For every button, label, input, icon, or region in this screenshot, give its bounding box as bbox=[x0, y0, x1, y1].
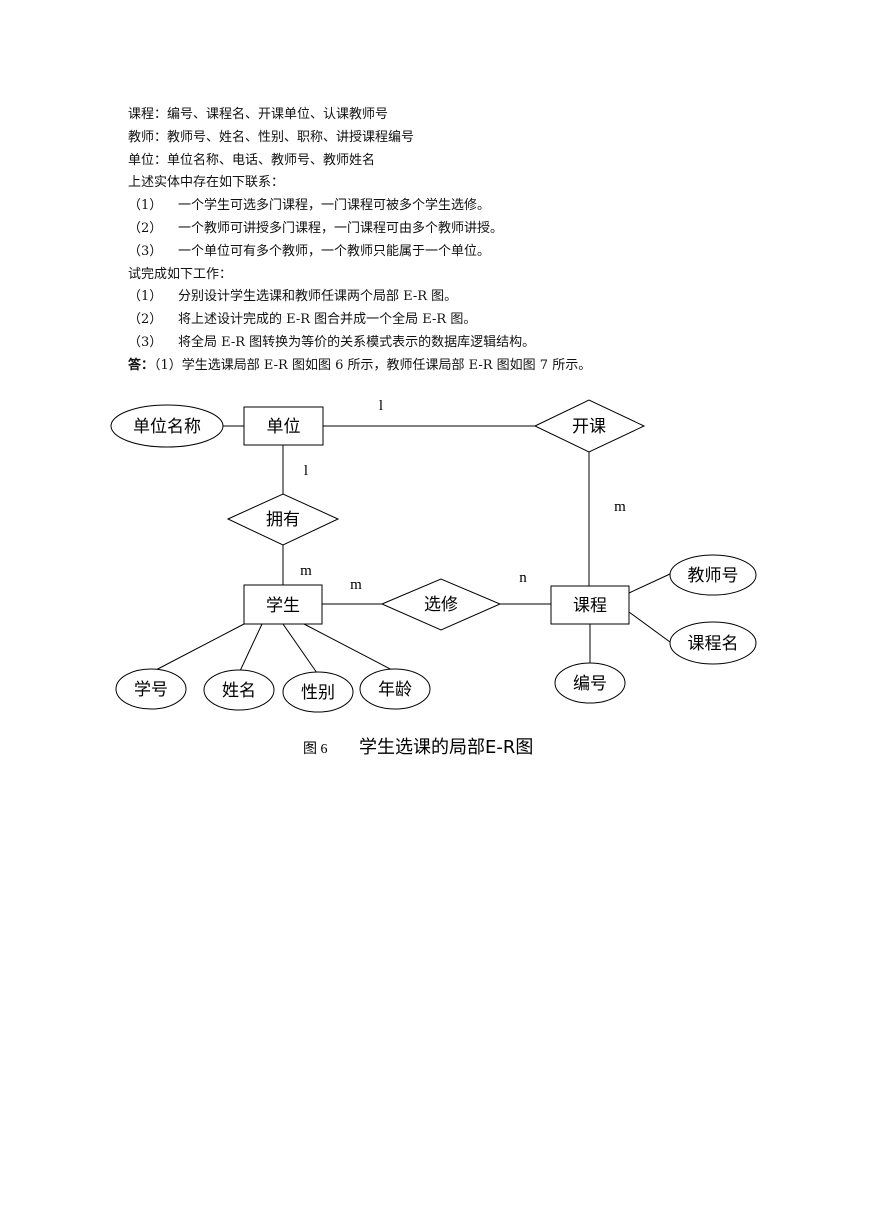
relation-number: （1） bbox=[128, 198, 163, 214]
line-course-coursename bbox=[628, 611, 671, 643]
attribute-age-ellipse bbox=[359, 668, 431, 710]
entity-course-box bbox=[550, 585, 630, 625]
relation-text: 一个学生可选多门课程，一门课程可被多个学生选修。 bbox=[178, 198, 491, 214]
entity-unit-label: 单位 bbox=[267, 417, 301, 437]
attribute-course-name: 课程名 bbox=[669, 621, 757, 665]
attribute-student-no: 学号 bbox=[115, 668, 187, 710]
task-item: （1） 分别设计学生选课和教师任课两个局部 E-R 图。 bbox=[128, 286, 768, 309]
relationship-select-label: 选修 bbox=[424, 595, 458, 615]
attribute-unit-name-ellipse bbox=[110, 404, 224, 448]
task-text: 分别设计学生选课和教师任课两个局部 E-R 图。 bbox=[178, 289, 458, 305]
line-student-age bbox=[303, 623, 395, 672]
task-number: （1） bbox=[128, 289, 163, 305]
relationship-have: 拥有 bbox=[226, 493, 340, 546]
task-number: （3） bbox=[128, 334, 163, 350]
relationship-offer-label: 开课 bbox=[572, 417, 606, 437]
cardinality-unit-have: l bbox=[304, 463, 308, 479]
attribute-unit-name: 单位名称 bbox=[110, 404, 224, 448]
intro-line-relations-heading: 上述实体中存在如下联系： bbox=[128, 175, 285, 191]
attribute-course-name-label: 课程名 bbox=[688, 634, 739, 654]
entity-unit: 单位 bbox=[243, 406, 324, 446]
attribute-student-name-ellipse bbox=[203, 669, 275, 711]
figure-title: 学生选课的局部E-R图 bbox=[359, 737, 533, 758]
attribute-gender: 性别 bbox=[282, 671, 354, 713]
attribute-age: 年龄 bbox=[359, 668, 431, 710]
line-student-studentno bbox=[151, 623, 245, 673]
attribute-gender-label: 性别 bbox=[301, 683, 335, 703]
attribute-course-name-ellipse bbox=[669, 621, 757, 665]
relation-item: （1） 一个学生可选多门课程，一门课程可被多个学生选修。 bbox=[128, 195, 768, 218]
task-text: 将上述设计完成的 E-R 图合并成一个全局 E-R 图。 bbox=[178, 312, 477, 328]
intro-line-unit: 单位：单位名称、电话、教师号、教师姓名 bbox=[128, 152, 376, 168]
entity-course: 课程 bbox=[550, 585, 630, 625]
attribute-teacher-no-ellipse bbox=[669, 554, 757, 596]
cardinality-select-course: n bbox=[519, 570, 527, 586]
cardinality-student-select: m bbox=[350, 577, 362, 593]
attribute-gender-ellipse bbox=[282, 671, 354, 713]
problem-text: 课程：编号、课程名、开课单位、认课教师号 教师：教师号、姓名、性别、职称、讲授课… bbox=[128, 104, 768, 378]
cardinality-offer-course: m bbox=[614, 499, 626, 515]
attribute-student-no-ellipse bbox=[115, 668, 187, 710]
relationship-select-diamond bbox=[380, 578, 502, 631]
entity-course-label: 课程 bbox=[573, 596, 607, 616]
figure-number: 图 6 bbox=[303, 742, 328, 757]
attribute-course-no-label: 编号 bbox=[573, 674, 607, 694]
relationship-offer-diamond bbox=[533, 399, 646, 453]
attribute-teacher-no: 教师号 bbox=[669, 554, 757, 596]
cardinality-have-student: m bbox=[300, 563, 312, 579]
entity-student: 学生 bbox=[243, 584, 323, 625]
task-item: （3） 将全局 E-R 图转换为等价的关系模式表示的数据库逻辑结构。 bbox=[128, 332, 768, 355]
relationship-have-label: 拥有 bbox=[266, 510, 300, 530]
answer-label: 答： bbox=[128, 357, 155, 373]
relation-item: （2） 一个教师可讲授多门课程，一门课程可由多个教师讲授。 bbox=[128, 218, 768, 241]
task-number: （2） bbox=[128, 312, 163, 328]
intro-line-course: 课程：编号、课程名、开课单位、认课教师号 bbox=[128, 107, 389, 122]
relationship-select: 选修 bbox=[380, 578, 502, 631]
intro-line-teacher: 教师：教师号、姓名、性别、职称、讲授课程编号 bbox=[128, 129, 415, 145]
attribute-course-no: 编号 bbox=[554, 662, 626, 704]
attribute-age-label: 年龄 bbox=[378, 680, 412, 700]
cardinality-unit-offer: l bbox=[379, 398, 383, 414]
connector-lines bbox=[151, 425, 671, 674]
relation-item: （3） 一个单位可有多个教师，一个教师只能属于一个单位。 bbox=[128, 241, 768, 264]
task-item: （2） 将上述设计完成的 E-R 图合并成一个全局 E-R 图。 bbox=[128, 309, 768, 332]
task-text: 将全局 E-R 图转换为等价的关系模式表示的数据库逻辑结构。 bbox=[178, 334, 536, 350]
relation-number: （2） bbox=[128, 220, 163, 236]
entity-student-box bbox=[243, 584, 323, 625]
attribute-student-no-label: 学号 bbox=[134, 680, 168, 700]
answer-line: 答：（1）学生选课局部 E-R 图如图 6 所示，教师任课局部 E-R 图如图 … bbox=[128, 355, 768, 378]
relation-text: 一个单位可有多个教师，一个教师只能属于一个单位。 bbox=[178, 243, 491, 259]
relation-text: 一个教师可讲授多门课程，一门课程可由多个教师讲授。 bbox=[178, 220, 504, 236]
attribute-teacher-no-label: 教师号 bbox=[688, 566, 739, 586]
relationship-offer: 开课 bbox=[533, 399, 646, 453]
entity-unit-box bbox=[243, 406, 324, 446]
attribute-student-name: 姓名 bbox=[203, 669, 275, 711]
line-student-gender bbox=[282, 623, 318, 674]
relation-number: （3） bbox=[128, 243, 163, 259]
line-course-teacherno bbox=[628, 573, 671, 594]
attribute-student-name-label: 姓名 bbox=[222, 681, 256, 701]
line-student-studentname bbox=[239, 623, 263, 672]
answer-text: （1）学生选课局部 E-R 图如图 6 所示，教师任课局部 E-R 图如图 7 … bbox=[154, 357, 592, 373]
attribute-unit-name-label: 单位名称 bbox=[133, 417, 201, 437]
task-heading: 试完成如下工作： bbox=[128, 266, 233, 282]
attribute-course-no-ellipse bbox=[554, 662, 626, 704]
relationship-have-diamond bbox=[226, 493, 340, 546]
entity-student-label: 学生 bbox=[266, 596, 300, 616]
